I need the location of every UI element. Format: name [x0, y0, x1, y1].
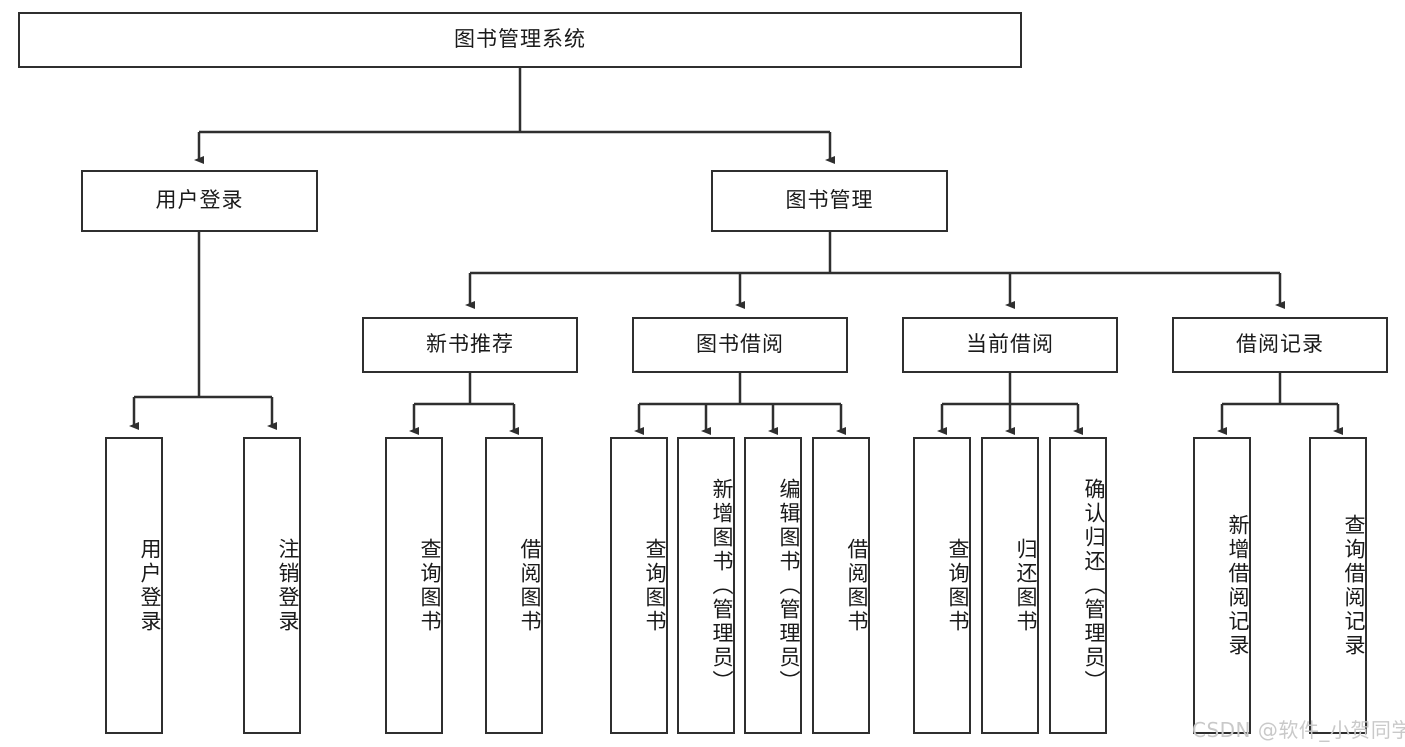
node-root-system[interactable]: 图书管理系统 [18, 12, 1022, 68]
node-book-borrow[interactable]: 图书借阅 [632, 317, 848, 373]
node-label: 借阅图书 [845, 537, 869, 634]
node-label: 查询图书 [643, 537, 667, 634]
node-new-book-recommend[interactable]: 新书推荐 [362, 317, 578, 373]
node-label: 查询图书 [418, 537, 442, 634]
leaf-confirm-return-admin[interactable]: 确认归还（管理员） [1049, 437, 1107, 734]
leaf-user-login[interactable]: 用户登录 [105, 437, 163, 734]
leaf-borrow-book[interactable]: 借阅图书 [812, 437, 870, 734]
leaf-add-book-admin[interactable]: 新增图书（管理员） [677, 437, 735, 734]
node-current-borrow[interactable]: 当前借阅 [902, 317, 1118, 373]
node-book-management[interactable]: 图书管理 [711, 170, 948, 232]
leaf-query-book-current[interactable]: 查询图书 [913, 437, 971, 734]
leaf-query-book-borrow[interactable]: 查询图书 [610, 437, 668, 734]
node-label: 新书推荐 [426, 332, 514, 357]
csdn-watermark: CSDN @软件_小贺同学 [1192, 718, 1405, 742]
node-label: 查询图书 [946, 537, 970, 634]
node-label: 借阅图书 [518, 537, 542, 634]
leaf-borrow-book-recommend[interactable]: 借阅图书 [485, 437, 543, 734]
node-label: 用户登录 [138, 537, 162, 634]
leaf-edit-book-admin[interactable]: 编辑图书（管理员） [744, 437, 802, 734]
leaf-query-book-recommend[interactable]: 查询图书 [385, 437, 443, 734]
node-label: 借阅记录 [1236, 332, 1324, 357]
node-label: 用户登录 [155, 188, 244, 213]
node-label: 编辑图书（管理员） [777, 477, 801, 694]
node-label: 新增借阅记录 [1226, 513, 1250, 658]
node-label: 归还图书 [1014, 537, 1038, 634]
node-borrow-record[interactable]: 借阅记录 [1172, 317, 1388, 373]
node-label: 确认归还（管理员） [1082, 477, 1106, 694]
node-label: 注销登录 [276, 537, 300, 634]
leaf-add-borrow-record[interactable]: 新增借阅记录 [1193, 437, 1251, 734]
leaf-query-borrow-record[interactable]: 查询借阅记录 [1309, 437, 1367, 734]
leaf-user-logout[interactable]: 注销登录 [243, 437, 301, 734]
node-label: 新增图书（管理员） [710, 477, 734, 694]
node-label: 查询借阅记录 [1342, 513, 1366, 658]
node-label: 图书管理 [785, 188, 874, 213]
node-label: 图书管理系统 [454, 27, 586, 52]
node-label: 图书借阅 [696, 332, 784, 357]
leaf-return-book[interactable]: 归还图书 [981, 437, 1039, 734]
node-user-login[interactable]: 用户登录 [81, 170, 318, 232]
node-label: 当前借阅 [966, 332, 1054, 357]
